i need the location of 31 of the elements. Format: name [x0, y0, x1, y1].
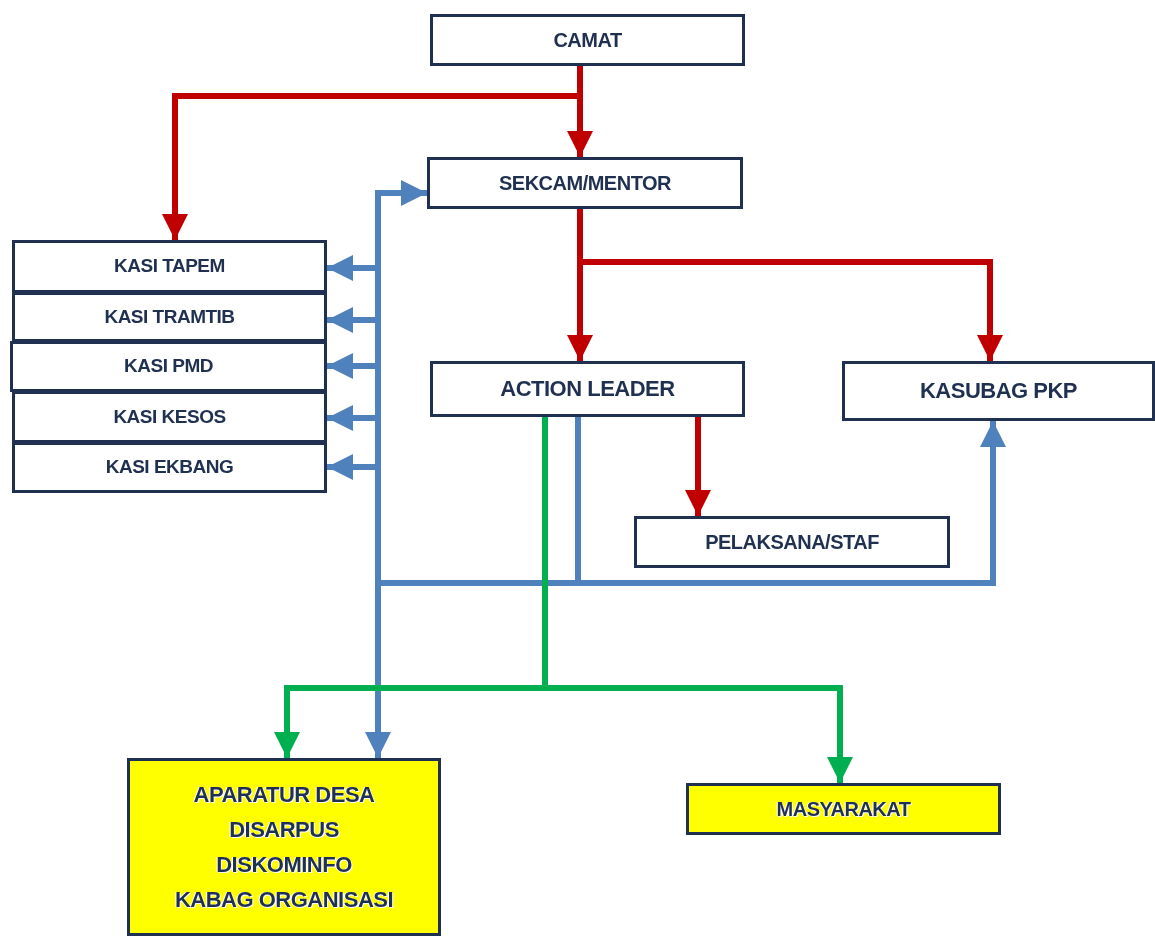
box-label: PELAKSANA/STAF [705, 530, 879, 555]
org-box [12, 442, 327, 493]
arrow [162, 66, 583, 240]
org-box [430, 14, 745, 66]
box-label: KASUBAG PKP [919, 377, 1078, 406]
org-box [842, 361, 1155, 421]
box-label: KASI EKBANG [105, 455, 234, 480]
box-label: KASI TRAMTIB [104, 304, 235, 329]
box-label: MASYARAKAT [776, 797, 911, 822]
box-label: KABAG ORGANISASI [174, 886, 394, 915]
org-box [634, 516, 950, 568]
box-label: APARATUR DESA [193, 780, 375, 809]
box-label: DISKOMINFO [216, 851, 352, 879]
org-box [12, 391, 327, 443]
box-label: KASI TAPEM [114, 254, 225, 279]
arrow [685, 417, 711, 516]
box-label: KASI KESOS [113, 404, 226, 429]
arrow [542, 417, 853, 783]
org-box [686, 783, 1001, 835]
org-box [10, 341, 327, 392]
box-label: CAMAT [553, 28, 622, 53]
box-label: KASI PMD [124, 354, 213, 379]
box-label: DISARPUS [229, 815, 339, 844]
org-box [12, 240, 327, 293]
arrow [577, 209, 1003, 361]
org-box [12, 292, 327, 342]
org-box [127, 758, 441, 936]
box-label: ACTION LEADER [500, 375, 675, 404]
org-box [427, 157, 743, 209]
org-box [430, 361, 745, 417]
box-label: SEKCAM/MENTOR [499, 171, 671, 196]
